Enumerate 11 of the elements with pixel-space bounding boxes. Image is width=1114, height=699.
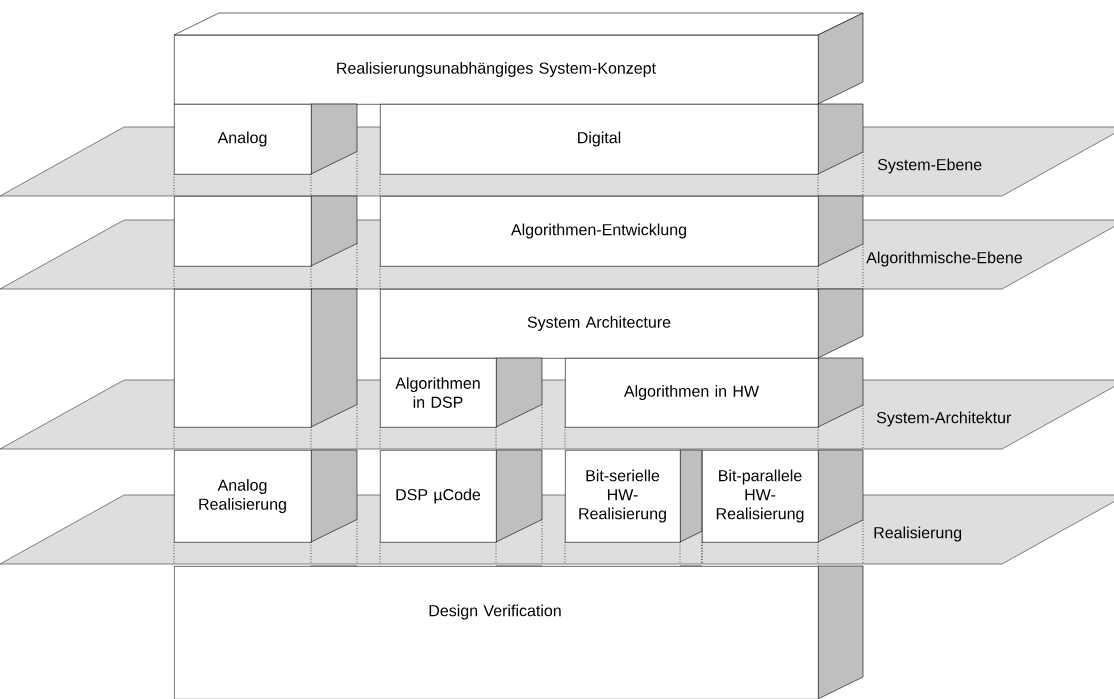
block: Algorithmen in DSP — [379, 357, 543, 450]
block — [173, 288, 358, 450]
block: Digital — [379, 103, 864, 197]
block: Realisierungsunabhängiges System-Konzept — [173, 12, 864, 105]
block: Algorithmen-Entwicklung — [379, 195, 864, 290]
block: Analog — [173, 103, 358, 197]
block: Bit-parallele HW-Realisierung — [701, 449, 864, 565]
block: Design Verification — [174, 565, 864, 699]
block: System Architecture — [380, 288, 864, 359]
block — [173, 195, 358, 290]
block: Algorithmen in HW — [564, 357, 864, 450]
